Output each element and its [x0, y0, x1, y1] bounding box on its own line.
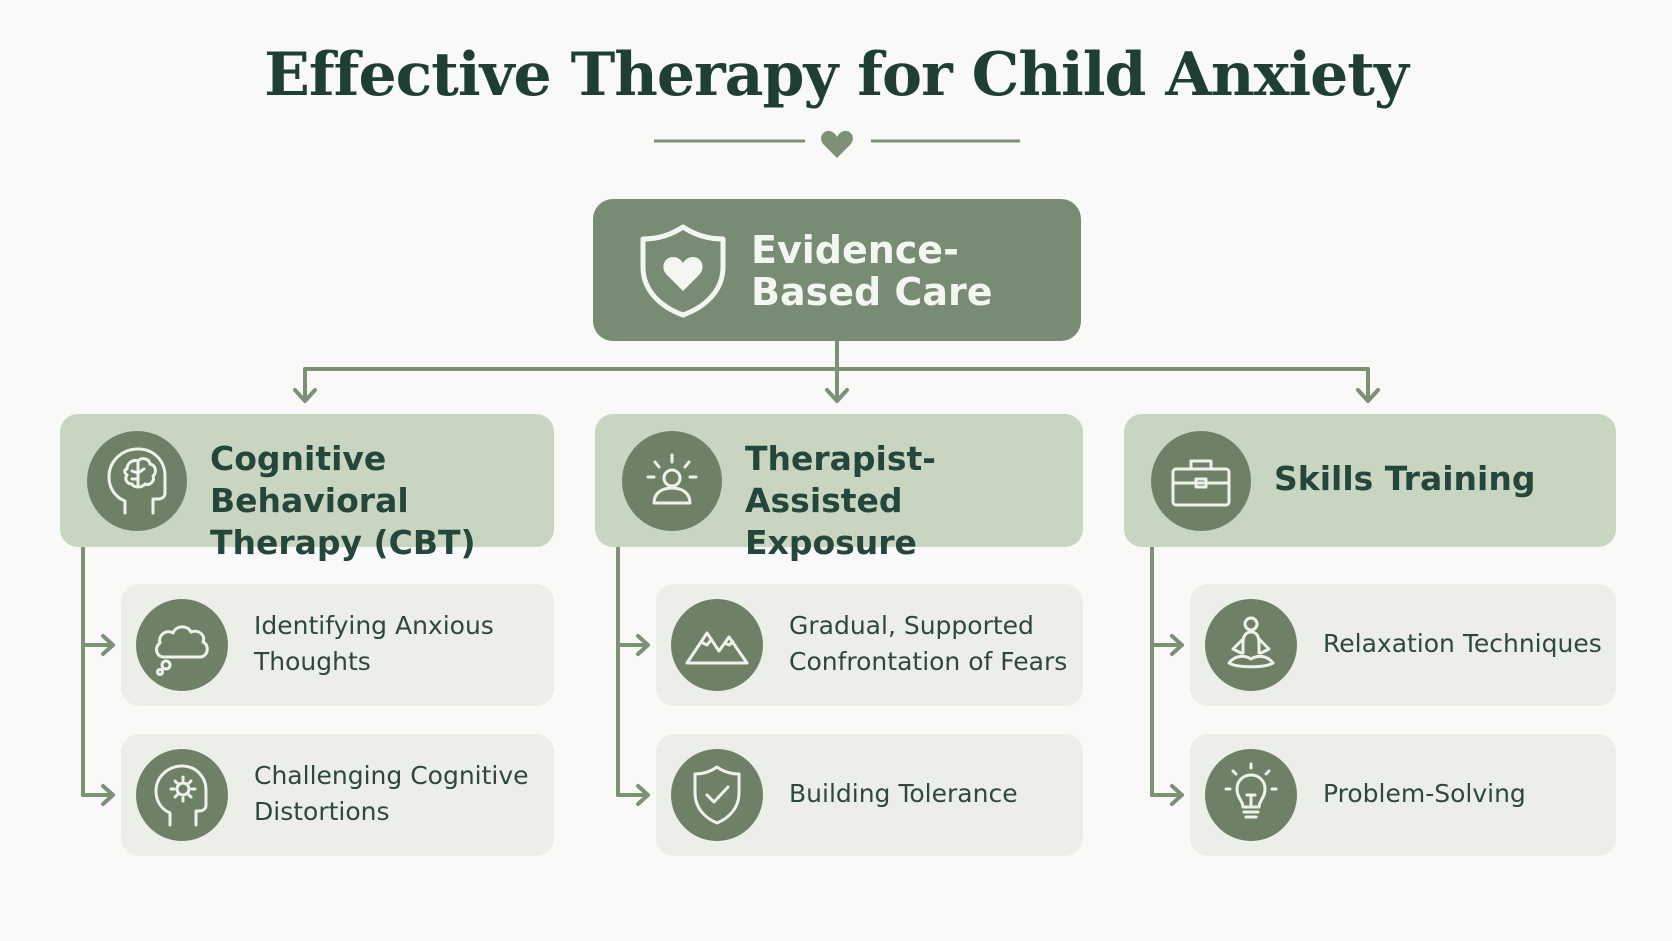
shield-check-icon	[671, 749, 763, 841]
card-label: Gradual, Supported Confrontation of Fear…	[789, 611, 1068, 676]
person-sunrise-icon	[622, 431, 722, 531]
root-label: Evidence-Based Care	[751, 228, 993, 314]
lightbulb-icon	[1205, 749, 1297, 841]
group-label-skills: Skills Training	[1274, 459, 1536, 498]
card-problem-solving: Problem-Solving	[1190, 734, 1616, 856]
heart-icon	[821, 130, 853, 158]
card-label: Building Tolerance	[789, 779, 1018, 808]
thought-cloud-icon	[136, 599, 228, 691]
brain-head-icon	[87, 431, 187, 531]
group-skills: Skills Training	[1124, 414, 1616, 547]
toolbox-icon	[1151, 431, 1251, 531]
group-label-exposure: Therapist-Assisted Exposure	[745, 439, 936, 562]
card-label: Problem-Solving	[1323, 779, 1526, 808]
card-relaxation: Relaxation Techniques	[1190, 584, 1616, 706]
card-label: Identifying Anxious Thoughts	[254, 611, 494, 676]
group-label-cbt: Cognitive Behavioral Therapy (CBT)	[210, 439, 476, 562]
mountain-icon	[671, 599, 763, 691]
group-exposure: Therapist-Assisted Exposure	[595, 414, 1083, 562]
card-challenging-distortions: Challenging Cognitive Distortions	[121, 734, 554, 856]
card-label: Challenging Cognitive Distortions	[254, 761, 529, 826]
card-building-tolerance: Building Tolerance	[656, 734, 1083, 856]
shield-heart-icon	[640, 224, 726, 318]
group-cbt: Cognitive Behavioral Therapy (CBT)	[60, 414, 554, 562]
root-node: Evidence-Based Care	[593, 199, 1081, 341]
head-gear-icon	[136, 749, 228, 841]
card-label: Relaxation Techniques	[1323, 629, 1602, 658]
page-title: Effective Therapy for Child Anxiety	[264, 40, 1409, 110]
meditation-icon	[1205, 599, 1297, 691]
card-gradual-confrontation: Gradual, Supported Confrontation of Fear…	[656, 584, 1083, 706]
card-identifying-thoughts: Identifying Anxious Thoughts	[121, 584, 554, 706]
